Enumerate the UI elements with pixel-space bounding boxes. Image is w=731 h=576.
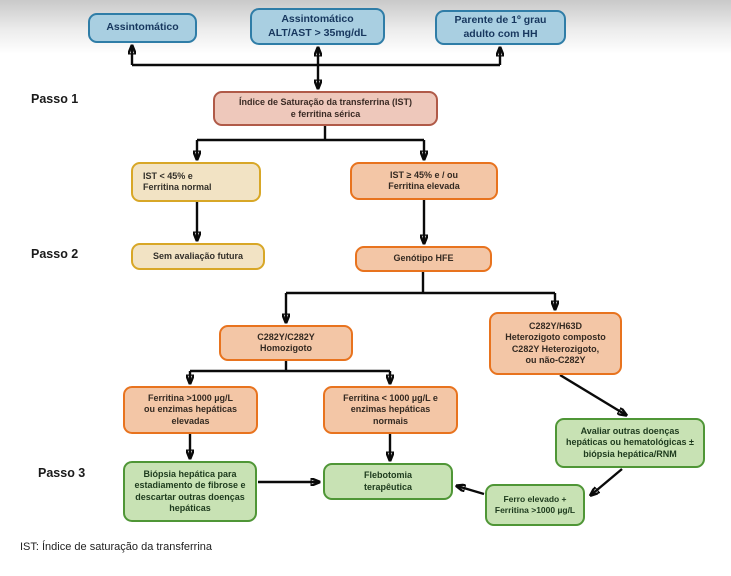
node-relative-hh: Parente de 1º grau adulto com HH xyxy=(435,10,566,45)
node-heterozygote: C282Y/H63D Heterozigoto composto C282Y H… xyxy=(489,312,622,375)
node-asymptomatic: Assintomático xyxy=(88,13,197,43)
node-ferritin-high: Ferritina >1000 µg/L ou enzimas hepática… xyxy=(123,386,258,434)
node-ist-low: IST < 45% e Ferritina normal xyxy=(131,162,261,202)
node-no-eval: Sem avaliação futura xyxy=(131,243,265,270)
node-ist-high: IST ≥ 45% e / ou Ferritina elevada xyxy=(350,162,498,200)
node-ist-ferritin: Índice de Saturação da transferrina (IST… xyxy=(213,91,438,126)
arrow-evaluate-to-iron xyxy=(591,468,623,495)
node-ferritin-normal: Ferritina < 1000 µg/L e enzimas hepática… xyxy=(323,386,458,434)
node-homozygote: C282Y/C282Y Homozigoto xyxy=(219,325,353,361)
node-evaluate-other: Avaliar outras doenças hepáticas ou hema… xyxy=(555,418,705,468)
footnote-ist-definition: IST: Índice de saturação da transferrina xyxy=(20,541,212,553)
node-hfe-genotype: Genótipo HFE xyxy=(355,246,492,272)
arrow-iron-to-phlebotomy xyxy=(457,486,485,496)
step-label-1: Passo 1 xyxy=(31,92,79,106)
arrow-hetero-to-evaluate xyxy=(559,373,626,415)
node-iron-high: Ferro elevado + Ferritina >1000 µg/L xyxy=(485,484,585,526)
node-biopsy: Biópsia hepática para estadiamento de fi… xyxy=(123,461,257,522)
step-label-3: Passo 3 xyxy=(38,466,86,480)
node-phlebotomy: Flebotomia terapêutica xyxy=(323,463,453,500)
node-asymptomatic-alt: Assintomático ALT/AST > 35mg/dL xyxy=(250,8,385,45)
step-label-2: Passo 2 xyxy=(31,247,79,261)
